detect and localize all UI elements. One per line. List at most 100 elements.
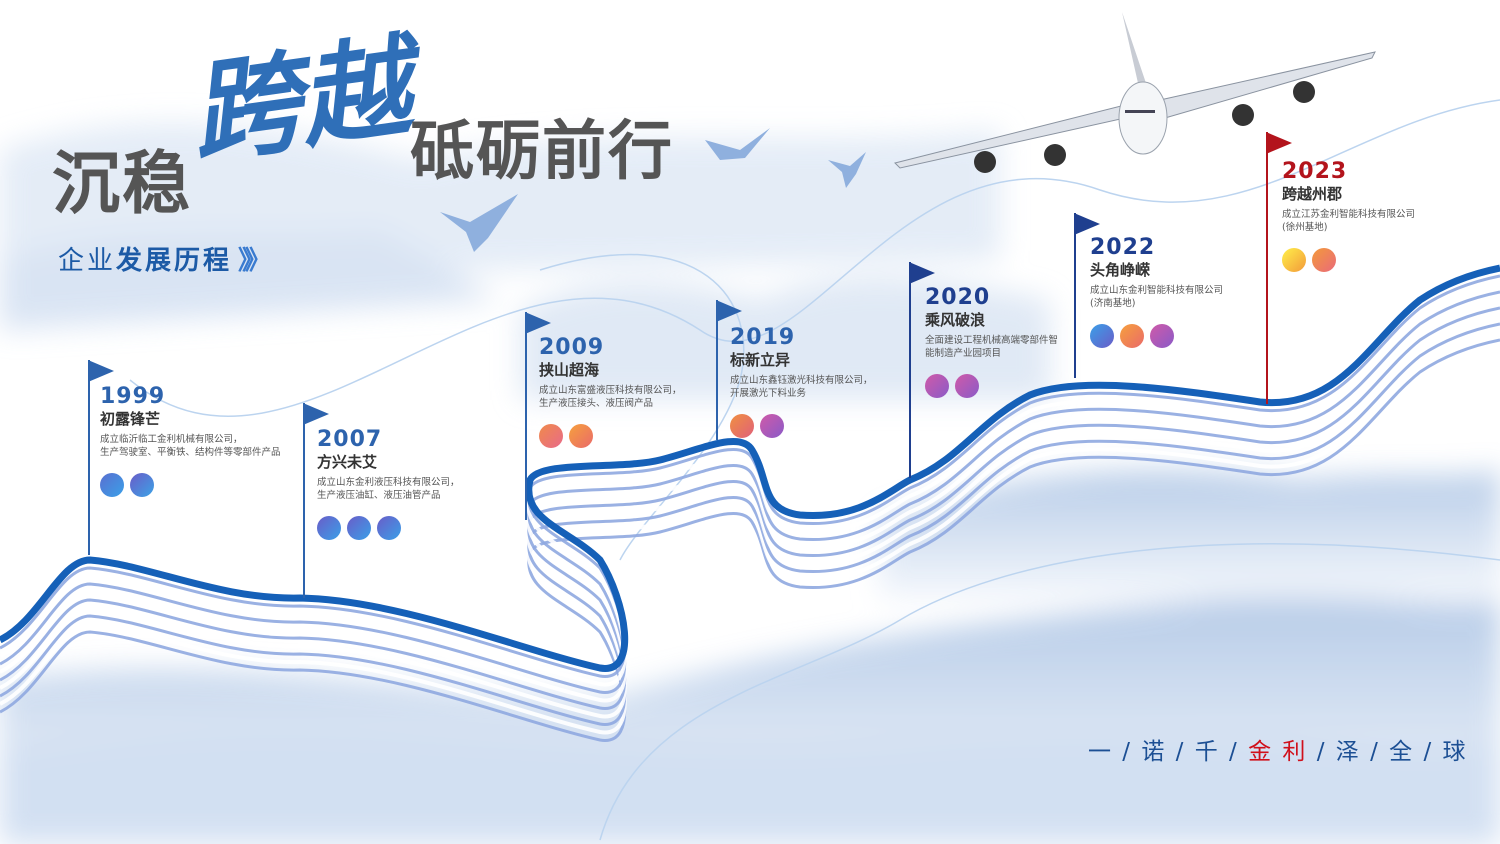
title-right: 砥砺前行: [410, 115, 674, 189]
description-line: (徐州基地): [1282, 222, 1328, 233]
slogan: 一 / 诺 / 千 / 金 利 / 泽 / 全 / 球: [1088, 732, 1468, 766]
dot-icon: [317, 516, 341, 540]
subtitle: 企业发展历程》》: [58, 240, 271, 277]
color-dots: [1090, 324, 1223, 348]
ribbon-stripe: [0, 306, 1500, 710]
description-line: 成立山东金利液压科技有限公司，: [317, 477, 460, 488]
color-dots: [100, 473, 281, 497]
airplane-icon: [894, 12, 1376, 173]
dot-icon: [760, 414, 784, 438]
dot-icon: [1150, 324, 1174, 348]
dot-icon: [569, 424, 593, 448]
ribbon-stripe: [0, 330, 1500, 735]
milestone-year: 2022: [1090, 235, 1156, 260]
chevron-right-icon: 》》: [238, 246, 271, 276]
description-line: 开展激光下料业务: [730, 388, 807, 399]
flag-icon: [1074, 213, 1100, 235]
title-brush: 跨越: [182, 21, 418, 180]
ribbon-stripe: [0, 322, 1500, 726]
dot-icon: [347, 516, 371, 540]
flag-pole: [525, 312, 527, 520]
ribbon-top-edge: [0, 264, 1500, 672]
color-dots: [1282, 248, 1415, 272]
slogan-highlight: 金 利: [1248, 739, 1308, 765]
milestone-2022: 2022 头角峥嵘 成立山东金利智能科技有限公司 (济南基地): [1090, 236, 1223, 348]
milestone-description: 全面建设工程机械高端零部件智能制造产业园项目: [925, 334, 1058, 360]
dot-icon: [1120, 324, 1144, 348]
dot-icon: [1282, 248, 1306, 272]
milestone-description: 成立山东金利液压科技有限公司， 生产液压油缸、液压油管产品: [317, 476, 460, 502]
dot-icon: [100, 473, 124, 497]
description-line: 成立江苏金利智能科技有限公司: [1282, 209, 1416, 220]
milestone-heading: 标新立异: [730, 351, 791, 369]
flag-pole: [716, 300, 718, 440]
title-left: 沉稳: [52, 145, 193, 224]
flag-pole: [303, 403, 305, 598]
milestone-heading: 方兴未艾: [317, 453, 378, 471]
flag-icon: [1266, 132, 1292, 154]
dot-icon: [1090, 324, 1114, 348]
birds: [440, 128, 866, 252]
subtitle-bold: 发展历程: [116, 246, 233, 276]
color-dots: [317, 516, 460, 540]
description-line: 成立山东金利智能科技有限公司: [1090, 285, 1224, 296]
milestone-2023: 2023 跨越州郡 成立江苏金利智能科技有限公司 (徐州基地): [1282, 160, 1415, 272]
milestone-1999: 1999 初露锋芒 成立临沂临工金利机械有限公司，生产驾驶室、平衡铁、结构件等零…: [100, 385, 281, 497]
dot-icon: [377, 516, 401, 540]
flag-icon: [88, 360, 114, 382]
slogan-part1: 一 / 诺 / 千 /: [1088, 739, 1249, 765]
milestone-description: 成立临沂临工金利机械有限公司， 生产驾驶室、平衡铁、结构件等零部件产品: [100, 433, 281, 459]
milestone-heading: 初露锋芒: [100, 410, 161, 428]
ribbon-stripe: [0, 274, 1500, 678]
dot-icon: [539, 424, 563, 448]
flag-icon: [909, 262, 935, 284]
description-line: 生产驾驶室、平衡铁、结构件等零部件产品: [100, 447, 281, 458]
slogan-part2: / 泽 / 全 / 球: [1307, 739, 1468, 765]
milestone-2020: 2020 乘风破浪 全面建设工程机械高端零部件智能制造产业园项目: [925, 286, 1058, 398]
dot-icon: [955, 374, 979, 398]
description-line: 成立山东鑫钰激光科技有限公司，: [730, 375, 873, 386]
milestone-year: 2019: [730, 325, 796, 350]
ribbon-stripe: [0, 282, 1500, 687]
description-line: 生产液压油缸、液压油管产品: [317, 490, 441, 501]
milestone-2019: 2019 标新立异 成立山东鑫钰激光科技有限公司， 开展激光下料业务: [730, 326, 873, 438]
timeline-ribbon: [0, 264, 1500, 742]
description-line: 全面建设工程机械高端零部件智: [925, 335, 1059, 346]
milestone-year: 2023: [1282, 159, 1348, 184]
description-line: 成立临沂临工金利机械有限公司，: [100, 434, 243, 445]
subtitle-prefix: 企业: [58, 246, 117, 276]
flag-icon: [716, 300, 742, 322]
milestone-description: 成立山东鑫钰激光科技有限公司， 开展激光下料业务: [730, 374, 873, 400]
description-line: (济南基地): [1090, 298, 1136, 309]
milestone-description: 成立江苏金利智能科技有限公司 (徐州基地): [1282, 208, 1415, 234]
milestone-2007: 2007 方兴未艾 成立山东金利液压科技有限公司， 生产液压油缸、液压油管产品: [317, 428, 460, 540]
milestone-description: 成立山东金利智能科技有限公司 (济南基地): [1090, 284, 1223, 310]
ribbon-stripe: [0, 314, 1500, 719]
color-dots: [539, 424, 682, 448]
ribbon-stripe: [0, 298, 1500, 703]
flag-pole: [1266, 132, 1268, 404]
flag-pole: [909, 262, 911, 478]
description-line: 能制造产业园项目: [925, 348, 1002, 359]
milestone-2009: 2009 挟山超海 成立山东富盛液压科技有限公司，生产液压接头、液压阀产品: [539, 336, 682, 448]
description-line: 成立山东富盛液压科技有限公司，: [539, 385, 682, 396]
milestone-heading: 乘风破浪: [925, 311, 986, 329]
milestone-heading: 跨越州郡: [1282, 185, 1343, 203]
dot-icon: [925, 374, 949, 398]
milestone-description: 成立山东富盛液压科技有限公司， 生产液压接头、液压阀产品: [539, 384, 682, 410]
ribbon-stripe: [0, 338, 1500, 742]
ribbon-stripe: [0, 290, 1500, 694]
milestone-heading: 头角峥嵘: [1090, 261, 1151, 279]
milestone-year: 2007: [317, 427, 383, 452]
dot-icon: [130, 473, 154, 497]
milestone-year: 2009: [539, 335, 605, 360]
dot-icon: [1312, 248, 1336, 272]
flag-pole: [88, 360, 90, 555]
dot-icon: [730, 414, 754, 438]
color-dots: [925, 374, 1058, 398]
description-line: 生产液压接头、液压阀产品: [539, 398, 654, 409]
milestone-year: 2020: [925, 285, 991, 310]
flag-icon: [303, 403, 329, 425]
color-dots: [730, 414, 873, 438]
